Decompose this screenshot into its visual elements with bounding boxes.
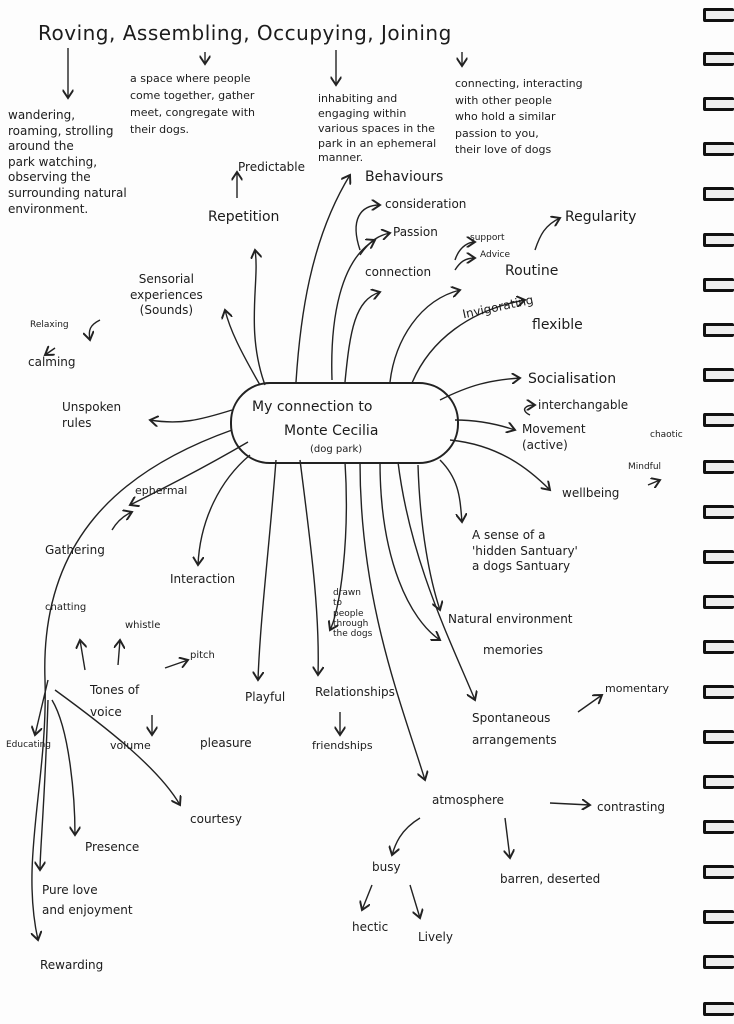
branch-lines xyxy=(32,175,550,940)
node-regularity: Regularity xyxy=(565,209,637,225)
central-node-line2: Monte Cecilia xyxy=(284,423,379,439)
node-socialisation: Socialisation xyxy=(528,371,617,387)
node-gathering: Gathering xyxy=(45,543,105,557)
node-support: support xyxy=(470,233,505,243)
binding-ring xyxy=(703,910,734,924)
binding-ring xyxy=(703,640,734,654)
node-atmosphere: atmosphere xyxy=(432,793,504,807)
node-chatting: chatting xyxy=(45,602,87,613)
node-connection: connection xyxy=(365,265,432,279)
binding-ring xyxy=(703,278,734,292)
title: Roving, Assembling, Occupying, Joining xyxy=(38,21,452,45)
node-relationships: Relationships xyxy=(315,685,395,699)
binding-ring xyxy=(703,730,734,744)
binding-ring xyxy=(703,955,734,969)
central-node-line3: (dog park) xyxy=(310,444,363,455)
binding-ring xyxy=(703,8,734,22)
binding-ring xyxy=(703,1002,734,1016)
node-natural-environment: Natural environment xyxy=(448,612,573,626)
definition-roving: wandering, roaming, strolling around the… xyxy=(8,108,127,216)
node-flexible: flexible xyxy=(532,317,583,333)
node-mindful: Mindful xyxy=(628,462,662,472)
binding-ring xyxy=(703,52,734,66)
definition-assembling: a space where people come together, gath… xyxy=(130,72,255,137)
node-courtesy: courtesy xyxy=(190,812,242,826)
node-presence: Presence xyxy=(85,840,140,854)
node-sensorial-experiences: Sensorial experiences (Sounds) xyxy=(130,272,203,318)
node-predictable: Predictable xyxy=(238,160,306,174)
node-behaviours: Behaviours xyxy=(365,169,444,185)
node-busy: busy xyxy=(372,860,401,874)
node-chaotic: chaotic xyxy=(650,430,683,440)
node-volume: volume xyxy=(110,739,151,752)
node-ephemeral: ephermal xyxy=(135,484,188,497)
node-pure-love: Pure love and enjoyment xyxy=(42,883,133,918)
node-momentary: momentary xyxy=(605,682,669,695)
node-spontaneous-arrangements: Spontaneous arrangements xyxy=(472,711,557,747)
node-repetition: Repetition xyxy=(208,209,280,225)
binding-ring xyxy=(703,187,734,201)
node-unspoken-rules: Unspoken rules xyxy=(62,400,122,430)
node-contrasting: contrasting xyxy=(597,800,666,814)
binding-ring xyxy=(703,550,734,564)
central-node-line1: My connection to xyxy=(252,399,373,415)
node-playful: Playful xyxy=(245,690,286,704)
node-memories: memories xyxy=(483,643,544,657)
binding-ring xyxy=(703,142,734,156)
node-barren-deserted: barren, deserted xyxy=(500,872,601,886)
node-passion: Passion xyxy=(393,225,438,239)
title-arrows xyxy=(68,48,462,98)
node-interaction: Interaction xyxy=(170,572,236,586)
definition-occupying: inhabiting and engaging within various s… xyxy=(318,92,437,165)
node-calming: calming xyxy=(28,355,76,369)
binding-ring xyxy=(703,505,734,519)
binding-ring xyxy=(703,685,734,699)
binding-ring xyxy=(703,775,734,789)
node-interchangable: interchangable xyxy=(538,398,629,412)
binding-ring xyxy=(703,820,734,834)
sub-arrows xyxy=(35,172,660,918)
node-movement: Movement (active) xyxy=(522,422,586,452)
node-wellbeing: wellbeing xyxy=(562,486,620,500)
node-friendships: friendships xyxy=(312,739,373,752)
node-whistle: whistle xyxy=(125,620,161,631)
node-pleasure: pleasure xyxy=(200,736,252,750)
node-relaxing: Relaxing xyxy=(30,320,69,330)
binding-ring xyxy=(703,865,734,879)
node-tones-of-voice: Tones of voice xyxy=(90,683,140,719)
node-drawn-to-people: drawn to people through the dogs xyxy=(333,588,373,640)
binding-ring xyxy=(703,595,734,609)
central-node: My connection to Monte Cecilia (dog park… xyxy=(230,382,459,464)
binding-ring xyxy=(703,233,734,247)
node-routine: Routine xyxy=(505,263,559,279)
definition-joining: connecting, interacting with other peopl… xyxy=(455,77,583,156)
node-lively: Lively xyxy=(418,930,453,944)
node-hectic: hectic xyxy=(352,920,389,934)
binding-ring xyxy=(703,413,734,427)
binding-ring xyxy=(703,460,734,474)
binding-ring xyxy=(703,368,734,382)
binding-ring xyxy=(703,323,734,337)
node-rewarding: Rewarding xyxy=(40,958,104,972)
node-advice: Advice xyxy=(480,250,511,260)
binding-ring xyxy=(703,97,734,111)
node-educating: Educating xyxy=(6,740,52,750)
node-consideration: consideration xyxy=(385,197,467,211)
node-sanctuary: A sense of a 'hidden Santuary' a dogs Sa… xyxy=(472,528,578,574)
node-pitch: pitch xyxy=(190,650,215,661)
